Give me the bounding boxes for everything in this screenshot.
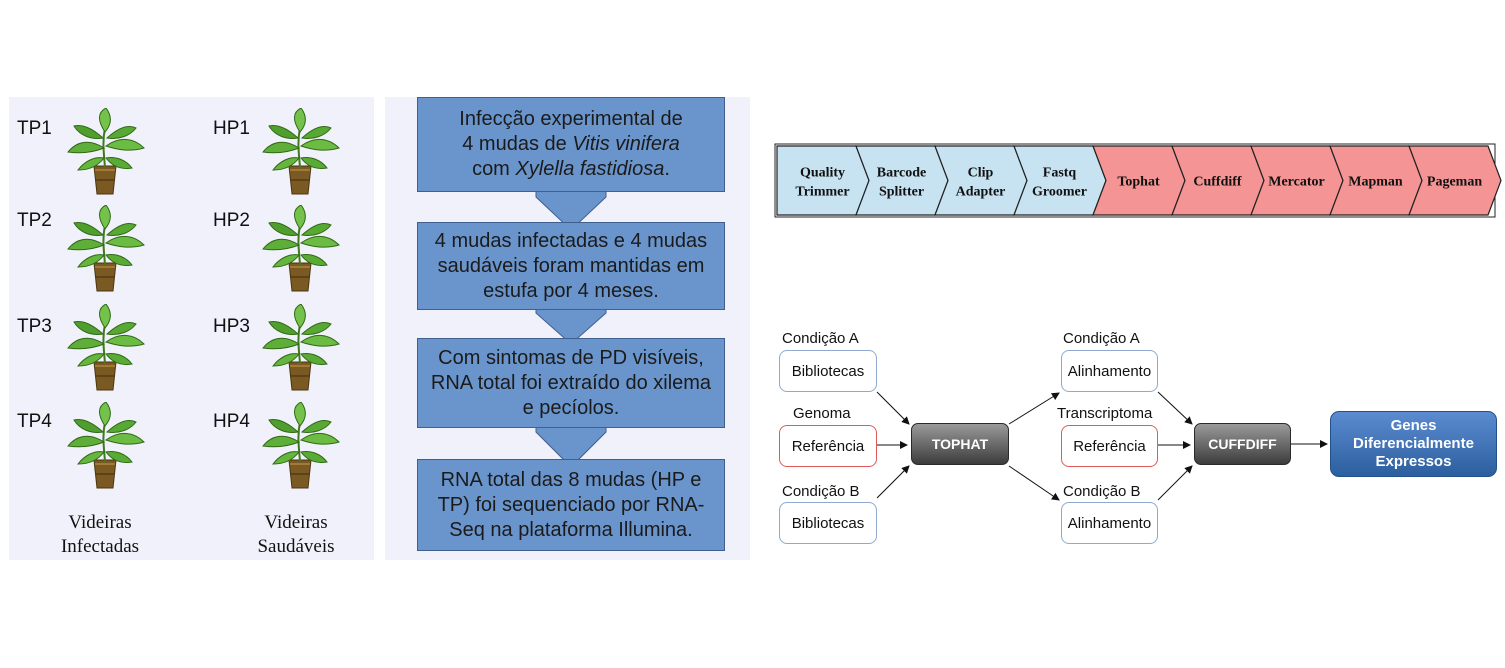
pipeline-step-label: Mercator [1268,175,1324,190]
dag-genome-box: Referência [779,425,877,467]
pipeline-step-label: Cuffdiff [1193,175,1242,190]
caption-infected-line2: Infectadas [60,536,140,557]
result-line1: Genes [1390,417,1437,434]
dag-input-b-box: Bibliotecas [779,502,877,544]
flow-step-1-line2-pre: 4 mudas de [462,133,573,155]
cuffdiff-node: CUFFDIFF [1194,423,1291,465]
pipeline-step-label: Tophat [1117,175,1160,190]
dag-align-b-box: Alinhamento [1061,502,1158,544]
flow-step-1-line1: Infecção experimental de [459,108,683,130]
caption-healthy-line2: Saudáveis [257,536,335,557]
pipeline-step-label: Groomer [1032,185,1087,200]
flow-step-2: 4 mudas infectadas e 4 mudas saudáveis f… [417,222,725,310]
result-line2: Diferencialmente [1353,435,1474,452]
flow-step-4: RNA total das 8 mudas (HP e TP) foi sequ… [417,459,725,551]
flow-step-1-line3-em: Xylella fastidiosa [515,158,665,180]
flow-step-3: Com sintomas de PD visíveis, RNA total f… [417,338,725,428]
flow-step-1-line2-em: Vitis vinifera [572,133,680,155]
plant-label-tp3: TP3 [17,316,52,337]
flow-step-1: Infecção experimental de 4 mudas de Viti… [417,97,725,192]
pipeline-step-label: Barcode [877,166,927,181]
dag-transcriptome-box: Referência [1061,425,1158,467]
caption-infected-line1: Videiras [68,512,132,533]
pipeline-step-shape [1408,145,1502,216]
plant-label-tp4: TP4 [17,411,52,432]
pipeline-step-label: Fastq [1043,166,1077,181]
dag-align-a-label: Condição A [1063,330,1140,347]
tophat-node: TOPHAT [911,423,1009,465]
plant-label-tp1: TP1 [17,118,52,139]
dag-align-a-box: Alinhamento [1061,350,1158,392]
caption-healthy-line1: Videiras [264,512,328,533]
pipeline-step-label: Adapter [956,185,1006,200]
dag-align-b-label: Condição B [1063,483,1141,500]
pipeline-step-label: Quality [800,166,845,181]
dag-input-a-box: Bibliotecas [779,350,877,392]
dag-transcriptome-label: Transcriptoma [1057,405,1153,422]
pipeline-step-label: Splitter [879,185,924,200]
pipeline-step-label: Trimmer [795,185,849,200]
caption-infected: Videiras Infectadas [40,511,160,559]
plant-label-hp3: HP3 [213,316,250,337]
result-node: Genes Diferencialmente Expressos [1330,411,1497,477]
dag-input-b-label: Condição B [782,483,860,500]
plant-label-tp2: TP2 [17,210,52,231]
plant-label-hp2: HP2 [213,210,250,231]
result-line3: Expressos [1375,453,1452,470]
flow-step-1-line3-post: . [664,158,670,180]
caption-healthy: Videiras Saudáveis [236,511,356,559]
pipeline-step-label: Clip [968,166,994,181]
dag-genome-label: Genoma [793,405,851,422]
pipeline-step-label: Mapman [1348,175,1403,190]
plant-label-hp4: HP4 [213,411,250,432]
pipeline-step-label: Pageman [1427,175,1482,190]
plant-label-hp1: HP1 [213,118,250,139]
flow-step-1-line3-pre: com [472,158,516,180]
dag-input-a-label: Condição A [782,330,859,347]
